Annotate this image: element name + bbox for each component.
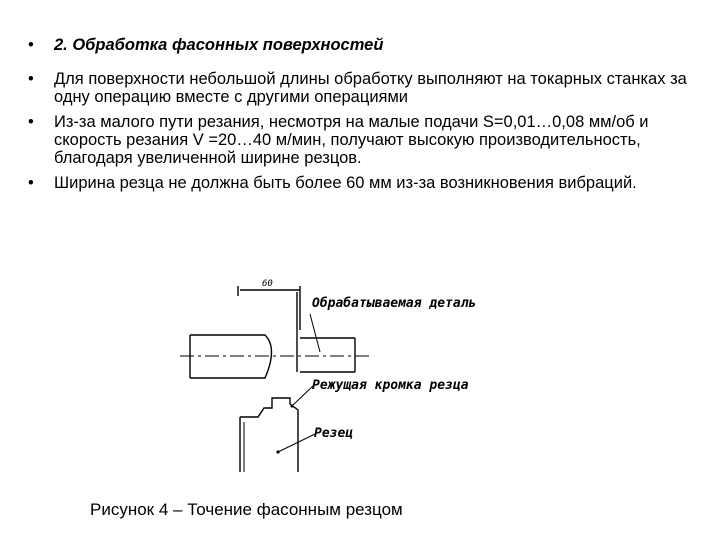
- bullet-item: • Для поверхности небольшой длины обрабо…: [28, 70, 698, 106]
- bullet-item: • Ширина резца не должна быть более 60 м…: [28, 174, 698, 192]
- turning-diagram: 60 Обрабатываемая деталь Режущая кромка …: [180, 272, 520, 472]
- workpiece-label: Обрабатываемая деталь: [312, 296, 477, 311]
- workpiece-left-part: [190, 334, 273, 379]
- bullet-item: • Из-за малого пути резания, несмотря на…: [28, 113, 698, 167]
- cutter-outline: [239, 397, 299, 472]
- leader-dot: [276, 450, 280, 454]
- dimension-label: 60: [262, 279, 273, 289]
- cutting-edge-label: Режущая кромка резца: [312, 378, 469, 393]
- bullet-text: Ширина резца не должна быть более 60 мм …: [54, 174, 637, 192]
- leader-line: [291, 383, 316, 407]
- section-title: 2. Обработка фасонных поверхностей: [54, 36, 384, 54]
- leader-dot: [290, 404, 294, 408]
- figure-caption: Рисунок 4 – Точение фасонным резцом: [90, 500, 403, 519]
- cutter-label: Резец: [314, 426, 354, 441]
- bullet-marker: •: [28, 36, 34, 54]
- bullet-item-title: • 2. Обработка фасонных поверхностей: [28, 36, 698, 54]
- turning-diagram-drawing: [180, 286, 370, 472]
- bullet-marker: •: [28, 174, 34, 192]
- bullet-marker: •: [28, 70, 34, 88]
- leader-line: [277, 433, 316, 453]
- leader-line: [309, 313, 321, 353]
- bullet-list: • 2. Обработка фасонных поверхностей • Д…: [28, 36, 698, 192]
- bullet-text: Для поверхности небольшой длины обработк…: [54, 70, 687, 106]
- bullet-marker: •: [28, 113, 34, 131]
- bullet-text: Из-за малого пути резания, несмотря на м…: [54, 113, 649, 167]
